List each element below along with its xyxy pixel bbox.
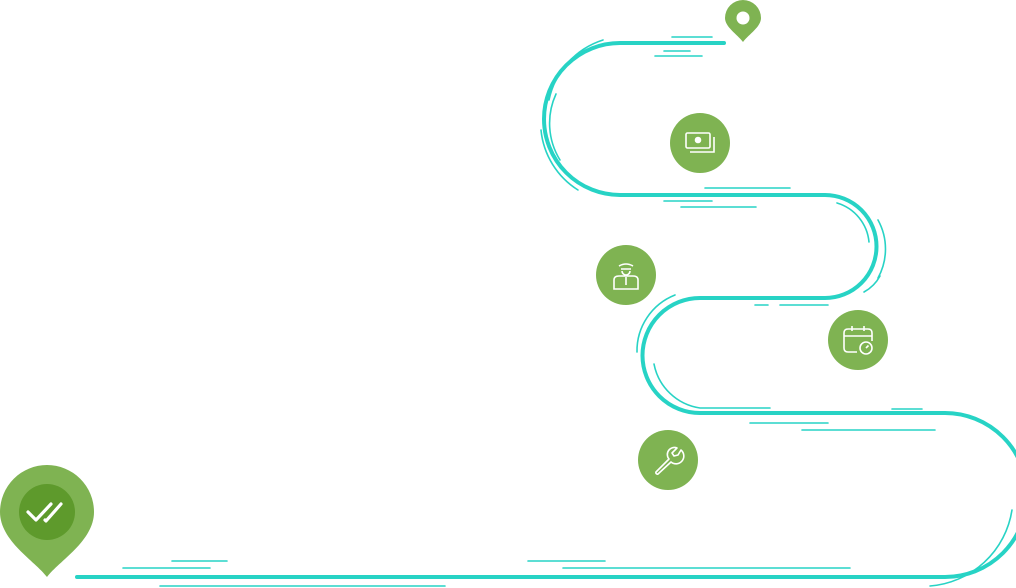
- support-agent-icon: [613, 263, 639, 290]
- milestone-3: [828, 310, 888, 370]
- start-pin: [725, 0, 761, 42]
- money-icon: [685, 132, 715, 153]
- calendar-clock-icon: [843, 326, 873, 355]
- speed-lines: [122, 36, 1013, 587]
- milestone-4: [638, 430, 698, 490]
- end-pin: [0, 465, 94, 577]
- milestone-2: [596, 245, 656, 305]
- wrench-icon: [655, 446, 685, 475]
- double-check-icon: [26, 502, 63, 523]
- milestone-1: [670, 113, 730, 173]
- road-path: [75, 41, 1016, 579]
